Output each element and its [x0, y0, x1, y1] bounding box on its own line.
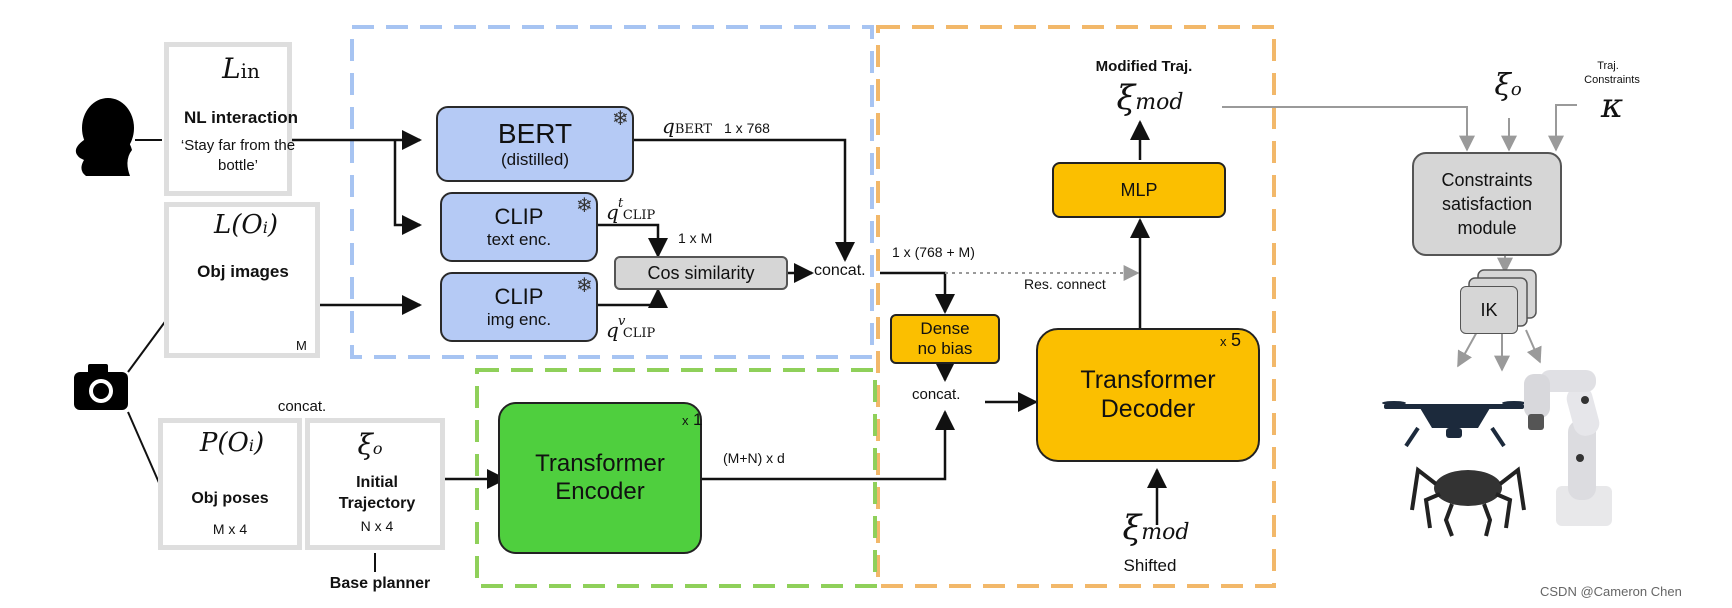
- cos-similarity-box: Cos similarity: [614, 256, 788, 290]
- clip-text-title: CLIP: [494, 204, 544, 229]
- obj-images-count: M: [296, 338, 307, 353]
- decoder-frame: [876, 25, 1276, 588]
- clip-img-sub: img enc.: [486, 310, 552, 329]
- inputs-concat-label: concat.: [277, 398, 327, 415]
- trajectory-symbol: ξo: [357, 428, 383, 461]
- q-bert-label: qBERT: [662, 114, 713, 138]
- mlp-label: MLP: [1120, 179, 1158, 200]
- decoder-concat-label: concat.: [912, 386, 961, 403]
- dense-no-bias-box: Dense no bias: [890, 314, 1000, 364]
- decoder-repeat-label: x 5: [1220, 330, 1241, 350]
- encoder-out-dim: (M+N) x d: [723, 450, 785, 466]
- bert-title: BERT: [497, 118, 573, 149]
- xi-mod-shifted-input: ξmod: [1122, 508, 1190, 548]
- obj-poses-symbol: P(Oi): [199, 428, 265, 458]
- transformer-decoder-title-2: Decoder: [1100, 395, 1196, 423]
- frozen-icon-bert: ❄: [612, 108, 629, 130]
- shifted-label: Shifted: [1123, 556, 1177, 575]
- concat-main-label: concat.: [814, 262, 866, 279]
- frozen-icon-clip-text: ❄: [576, 195, 593, 217]
- obj-poses-dim: M x 4: [212, 521, 248, 537]
- drone-icon: [1382, 401, 1526, 448]
- nl-quote: ‘Stay far from the bottle’: [180, 137, 296, 174]
- obj-poses-title: Obj poses: [191, 490, 269, 507]
- traj-constraints-label-2: Constraints: [1584, 74, 1640, 86]
- language-encoder-frame: [350, 25, 874, 359]
- constraints-module-box: Constraints satisfaction module: [1412, 152, 1562, 256]
- concat-dim-label: 1 x (768 + M): [892, 244, 975, 260]
- human-icon: [75, 98, 134, 176]
- transformer-encoder-title-1: Transformer: [535, 450, 665, 477]
- hexapod-robot-icon: [1410, 466, 1526, 537]
- clip-img-box: CLIP img enc.: [440, 272, 598, 342]
- kappa-symbol: κ: [1600, 86, 1624, 126]
- obj-images-title: Obj images: [197, 262, 289, 281]
- xi-mod-output: ξmod: [1116, 78, 1184, 118]
- trajectory-title-1: Initial: [356, 474, 398, 491]
- nl-interaction-panel: [164, 42, 292, 196]
- xi-o-constraint-input: ξo: [1494, 68, 1522, 103]
- traj-constraints-label-1: Traj.: [1597, 60, 1619, 72]
- cos-similarity-label: Cos similarity: [647, 262, 755, 283]
- nl-symbol: Lin: [222, 52, 260, 85]
- robot-arm-icon: [1524, 370, 1612, 526]
- mlp-box: MLP: [1052, 162, 1226, 218]
- nl-title: NL interaction: [184, 108, 298, 127]
- constraints-module-line-2: satisfaction: [1441, 194, 1533, 214]
- transformer-decoder-box: Transformer Decoder: [1036, 328, 1260, 462]
- clip-text-box: CLIP text enc.: [440, 192, 598, 262]
- trajectory-dim: N x 4: [360, 518, 394, 534]
- clip-text-sub: text enc.: [486, 230, 552, 249]
- trajectory-title-2: Trajectory: [338, 495, 416, 512]
- bert-sub: (distilled): [500, 150, 570, 169]
- modified-traj-label: Modified Traj.: [1095, 58, 1193, 75]
- transformer-encoder-title-2: Encoder: [555, 478, 645, 505]
- ik-box: IK: [1460, 286, 1518, 334]
- watermark: CSDN @Cameron Chen: [1540, 584, 1682, 599]
- camera-icon: [74, 364, 128, 410]
- dense-label-1: Dense: [920, 319, 970, 338]
- ik-label: IK: [1480, 299, 1498, 320]
- frozen-icon-clip-img: ❄: [576, 275, 593, 297]
- constraints-module-line-1: Constraints: [1441, 170, 1533, 190]
- q-bert-dim: 1 x 768: [724, 120, 770, 136]
- res-connect-label: Res. connect: [1024, 276, 1106, 292]
- transformer-encoder-box: Transformer Encoder: [498, 402, 702, 554]
- encoder-repeat-label: x 1: [682, 410, 703, 429]
- obj-images-panel: [164, 202, 320, 358]
- clip-img-title: CLIP: [494, 284, 544, 309]
- obj-images-symbol: L(Oi): [213, 210, 279, 240]
- obj-poses-panel: [158, 418, 302, 550]
- one-by-m-label: 1 x M: [678, 230, 713, 246]
- bert-box: BERT (distilled): [436, 106, 634, 182]
- base-planner-label: Base planner: [329, 575, 431, 592]
- transformer-decoder-title-1: Transformer: [1080, 366, 1216, 394]
- constraints-module-line-3: module: [1457, 218, 1517, 238]
- dense-label-2: no bias: [917, 339, 973, 358]
- trajectory-panel: [305, 418, 445, 550]
